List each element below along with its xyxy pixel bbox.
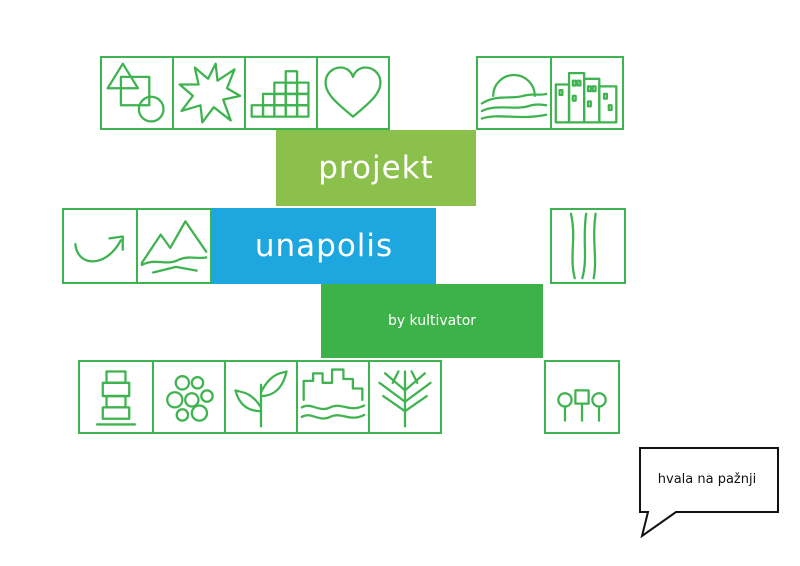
city-buildings-icon [550,56,624,130]
circles-icon [152,360,226,434]
bubble-text: hvala na pažnji [657,471,757,487]
heart-icon [316,56,390,130]
three-trees-icon [544,360,620,434]
stacked-blocks-icon [78,360,154,434]
sunrise-hills-icon [476,56,552,130]
stairs-grid-icon [244,56,318,130]
burst-icon [172,56,246,130]
sprout-icon [224,360,298,434]
river-lines-icon [550,208,626,284]
curved-arrow-icon [62,208,138,284]
shapes-icon [100,56,174,130]
city-waves-icon [296,360,370,434]
mountains-icon [136,208,212,284]
tree-icon [368,360,442,434]
title-unapolis: unapolis [212,208,436,284]
speech-bubble: hvala na pažnji [636,446,780,538]
title-projekt: projekt [276,130,476,206]
byline: by kultivator [321,284,543,358]
